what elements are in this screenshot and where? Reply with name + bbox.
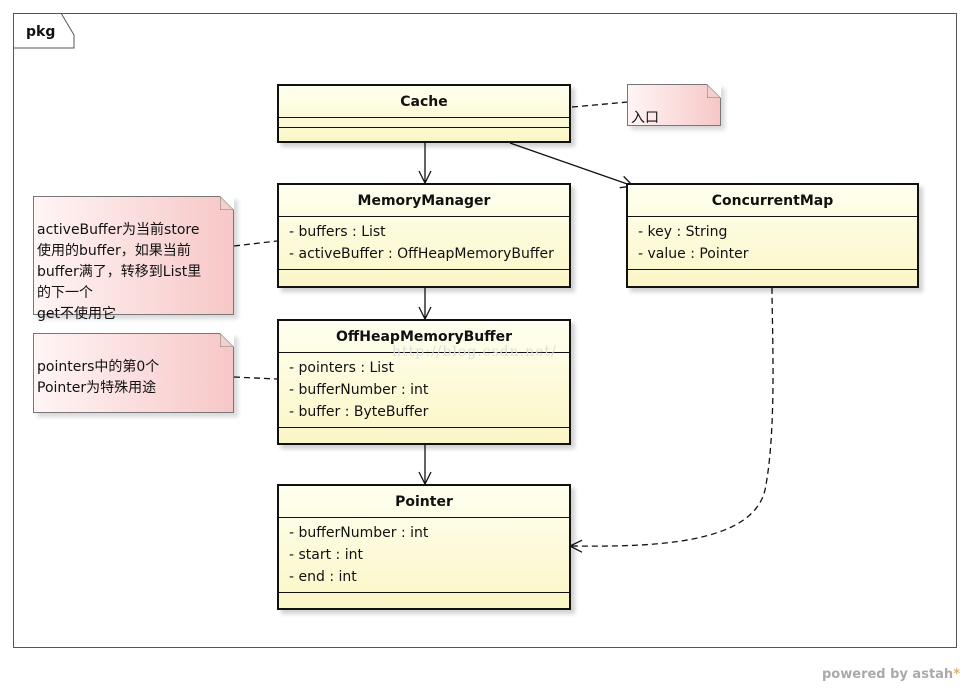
operation-compartment	[279, 593, 569, 603]
watermark: http://blog.csdn.net/	[392, 344, 557, 360]
note-text: activeBuffer为当前store 使用的buffer，如果当前 buff…	[37, 222, 202, 322]
powered-by-footer: powered by astah*	[822, 667, 960, 682]
note-fold-icon	[220, 333, 234, 347]
attribute: - value : Pointer	[638, 246, 749, 262]
class-concurrent-map[interactable]: ConcurrentMap - key : String - value : P…	[626, 183, 919, 288]
note-entry[interactable]: 入口	[627, 84, 721, 126]
astah-logo-icon: *	[953, 667, 960, 682]
class-name: Cache	[279, 86, 569, 118]
package-frame	[13, 13, 957, 648]
class-cache[interactable]: Cache	[277, 84, 571, 143]
class-name: ConcurrentMap	[628, 185, 917, 217]
attribute: - activeBuffer : OffHeapMemoryBuffer	[289, 246, 554, 262]
powered-by-text: powered by astah	[822, 667, 954, 682]
attribute: - bufferNumber : int	[289, 525, 429, 541]
dependency-concurrentmap-pointer	[570, 287, 774, 546]
class-name: MemoryManager	[279, 185, 569, 217]
class-memory-manager[interactable]: MemoryManager - buffers : List - activeB…	[277, 183, 571, 288]
attribute-compartment: - buffers : List - activeBuffer : OffHea…	[279, 217, 569, 270]
operation-compartment	[628, 270, 917, 280]
note-pointers[interactable]: pointers中的第0个 Pointer为特殊用途	[33, 333, 234, 413]
attribute-compartment: - pointers : List - bufferNumber : int -…	[279, 353, 569, 428]
class-name: OffHeapMemoryBuffer	[279, 321, 569, 353]
attribute: - buffers : List	[289, 224, 386, 240]
operation-compartment	[279, 128, 569, 138]
class-offheap-memory-buffer[interactable]: OffHeapMemoryBuffer - pointers : List - …	[277, 319, 571, 445]
attribute: - key : String	[638, 224, 728, 240]
note-text: pointers中的第0个 Pointer为特殊用途	[37, 359, 160, 396]
note-fold-icon	[220, 196, 234, 210]
operation-compartment	[279, 270, 569, 280]
assoc-cache-concurrentmap	[509, 142, 633, 186]
attribute-compartment: - bufferNumber : int - start : int - end…	[279, 518, 569, 593]
note-text: 入口	[631, 110, 659, 126]
attribute-compartment: - key : String - value : Pointer	[628, 217, 917, 270]
note-link-active-buffer	[233, 240, 278, 247]
package-label: pkg	[26, 24, 56, 40]
class-pointer[interactable]: Pointer - bufferNumber : int - start : i…	[277, 484, 571, 610]
attribute-compartment	[279, 118, 569, 128]
attribute: - bufferNumber : int	[289, 382, 429, 398]
note-fold-icon	[707, 84, 721, 98]
attribute: - end : int	[289, 569, 357, 585]
note-link-pointers	[233, 376, 278, 380]
attribute: - pointers : List	[289, 360, 394, 376]
note-active-buffer[interactable]: activeBuffer为当前store 使用的buffer，如果当前 buff…	[33, 196, 234, 322]
attribute: - start : int	[289, 547, 363, 563]
attribute: - buffer : ByteBuffer	[289, 404, 429, 420]
operation-compartment	[279, 428, 569, 438]
note-link-entry	[571, 101, 629, 108]
class-name: Pointer	[279, 486, 569, 518]
package-tab	[13, 13, 75, 49]
